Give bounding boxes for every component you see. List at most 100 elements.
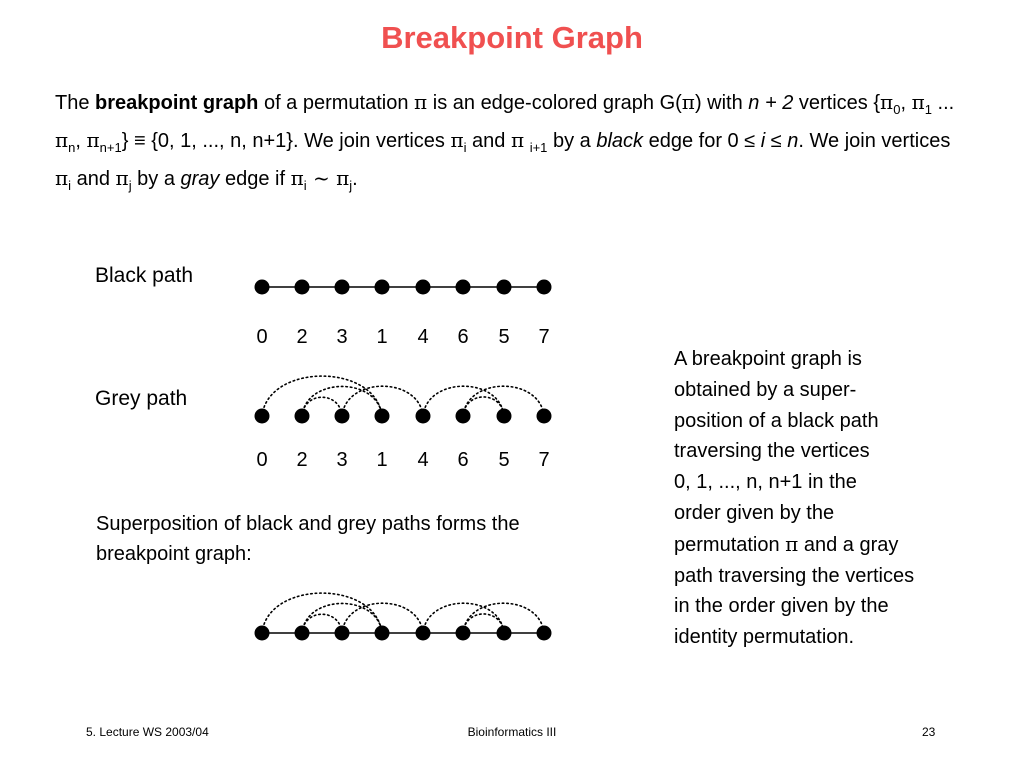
vertex-node xyxy=(415,625,431,641)
vertex-label: 1 xyxy=(376,449,388,471)
vertex-node xyxy=(415,408,431,424)
grey-edge-arc xyxy=(462,602,545,634)
vertex-label: 6 xyxy=(457,326,469,348)
vertex-node xyxy=(455,408,471,424)
subscript: i xyxy=(463,140,467,155)
vertex-label: 3 xyxy=(336,449,348,471)
pi-symbol: π xyxy=(785,531,799,556)
slide-title: Breakpoint Graph xyxy=(381,20,643,55)
side-note-line: identity permutation. xyxy=(674,626,855,649)
intro-text: The xyxy=(55,92,96,114)
tilde-symbol: ~ xyxy=(306,166,337,190)
vertex-node xyxy=(374,279,390,295)
vertex-node xyxy=(254,279,270,295)
black-path-graph xyxy=(254,279,552,295)
side-note-line: order given by the xyxy=(674,501,835,524)
side-note: A breakpoint graph is obtained by a supe… xyxy=(674,344,994,653)
vertex-node xyxy=(294,408,310,424)
pi-symbol: π xyxy=(290,166,304,190)
vertex-label: 2 xyxy=(296,449,308,471)
pi-symbol: π xyxy=(55,128,69,152)
grey-edge-arc xyxy=(422,385,505,417)
superposition-caption: Superposition of black and grey paths fo… xyxy=(96,513,520,565)
grey-edge-arc xyxy=(422,602,505,634)
vertex-label: 5 xyxy=(498,326,510,348)
pi-symbol: π xyxy=(681,90,695,114)
intro-emphasis: gray xyxy=(180,168,220,190)
footer-center: Bioinformatics III xyxy=(467,725,557,739)
footer-page-number: 23 xyxy=(922,725,936,739)
vertex-node xyxy=(455,625,471,641)
pi-symbol: π xyxy=(86,128,100,152)
subscript: i xyxy=(68,178,72,193)
vertex-node xyxy=(496,408,512,424)
intro-paragraph: The breakpoint graph of a permutation π … xyxy=(55,84,955,198)
grey-path-label: Grey path xyxy=(95,387,188,410)
grey-edge-arc xyxy=(341,385,424,417)
pi-symbol: π xyxy=(911,90,925,114)
intro-text: ) with xyxy=(694,92,749,114)
intro-text: by a xyxy=(547,130,597,152)
vertex-node xyxy=(334,408,350,424)
intro-text: ≤ xyxy=(765,130,788,152)
intro-math: n xyxy=(787,130,799,152)
subscript: j xyxy=(128,178,132,193)
intro-text: . xyxy=(352,168,358,190)
grey-edge-arc xyxy=(341,602,424,634)
vertex-node xyxy=(294,279,310,295)
vertex-node xyxy=(536,625,552,641)
intro-text: edge for 0 ≤ xyxy=(643,130,761,152)
intro-math: n + 2 xyxy=(748,92,794,114)
footer-left: 5. Lecture WS 2003/04 xyxy=(86,725,209,739)
vertex-node xyxy=(294,625,310,641)
intro-text: and xyxy=(71,168,116,190)
vertex-label: 5 xyxy=(498,449,510,471)
vertex-label: 7 xyxy=(538,326,550,348)
grey-edge-arc xyxy=(261,375,383,417)
grey-edge-arc xyxy=(462,385,545,417)
grey-edge-arc xyxy=(261,592,383,634)
pi-symbol: π xyxy=(55,166,69,190)
vertex-label: 4 xyxy=(417,326,429,348)
vertex-node xyxy=(254,625,270,641)
subscript: 1 xyxy=(924,102,932,117)
subscript: n xyxy=(68,140,76,155)
vertex-label: 0 xyxy=(256,326,268,348)
intro-text: , xyxy=(900,92,912,114)
intro-text: is an edge-colored graph G( xyxy=(427,92,682,114)
side-note-line: permutation π and a gray xyxy=(674,529,994,561)
vertex-node xyxy=(496,625,512,641)
subscript: n+1 xyxy=(99,140,122,155)
vertex-label: 4 xyxy=(417,449,429,471)
intro-term: breakpoint graph xyxy=(95,92,259,114)
side-note-text: and a gray xyxy=(798,533,899,556)
vertex-label: 6 xyxy=(457,449,469,471)
vertex-label: 7 xyxy=(538,449,550,471)
side-note-line: in the order given by the xyxy=(674,595,889,618)
pi-symbol: π xyxy=(115,166,129,190)
vertex-node xyxy=(334,279,350,295)
vertex-node xyxy=(374,625,390,641)
subscript: j xyxy=(349,178,353,193)
vertex-node xyxy=(496,279,512,295)
intro-text: . We join vertices xyxy=(798,130,951,152)
side-note-line: position of a black path xyxy=(674,409,879,432)
intro-text: vertices { xyxy=(793,92,881,114)
grey-edge-arc xyxy=(301,385,383,417)
vertex-node xyxy=(536,279,552,295)
pi-symbol: π xyxy=(450,128,464,152)
vertex-node xyxy=(536,408,552,424)
intro-text: , xyxy=(75,130,87,152)
intro-text: of a permutation xyxy=(258,92,415,114)
side-note-line: obtained by a super- xyxy=(674,378,857,401)
side-note-text: permutation xyxy=(674,533,786,556)
vertex-node xyxy=(334,625,350,641)
intro-text: edge if xyxy=(219,168,291,190)
intro-math: i xyxy=(760,130,766,152)
vertex-node xyxy=(374,408,390,424)
vertex-label: 1 xyxy=(376,326,388,348)
subscript: i+1 xyxy=(529,140,548,155)
intro-text: by a xyxy=(131,168,181,190)
side-note-line: traversing the vertices xyxy=(674,440,870,463)
